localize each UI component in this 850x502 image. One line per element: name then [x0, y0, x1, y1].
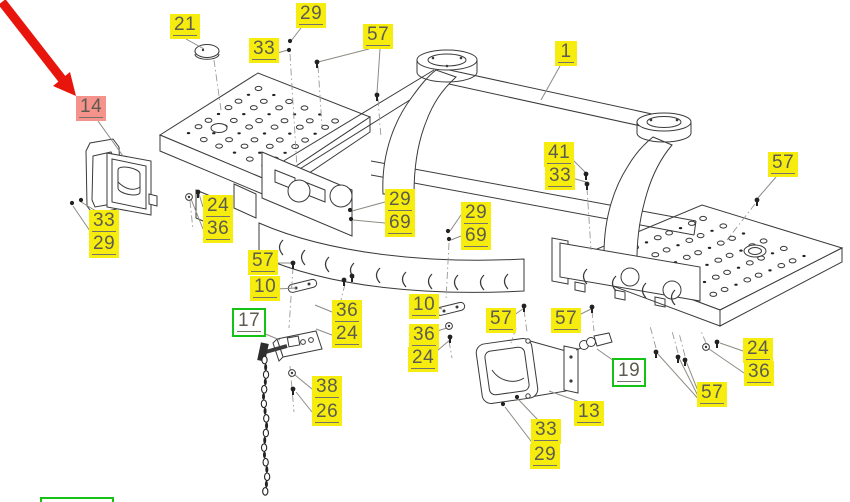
part-label-29-30[interactable]: 29 — [530, 444, 561, 469]
part-label-24-11[interactable]: 24 — [203, 195, 234, 220]
part-label-36-34[interactable]: 36 — [744, 361, 775, 386]
part-label-57-4[interactable]: 57 — [363, 24, 394, 49]
right-lower-rail — [551, 237, 701, 308]
red-pointer-arrow-icon — [0, 0, 76, 96]
part-label-36-12[interactable]: 36 — [203, 218, 234, 243]
part-label-57-27[interactable]: 57 — [486, 308, 517, 333]
part-label-21-1[interactable]: 21 — [170, 14, 201, 39]
part-label-36-20[interactable]: 36 — [332, 300, 363, 325]
latch-bracket-17 — [257, 330, 323, 496]
part-label-19-32[interactable]: 19 — [612, 358, 647, 387]
front-bumper-beam — [258, 222, 525, 293]
part-label-24-21[interactable]: 24 — [332, 323, 363, 348]
part-label-17-19[interactable]: 17 — [232, 308, 267, 337]
part-label-36-23[interactable]: 36 — [409, 324, 440, 349]
main-frame — [261, 49, 697, 259]
cover-plate-14 — [85, 138, 158, 216]
label-leader-lines — [72, 27, 777, 446]
part-label-69-16[interactable]: 69 — [461, 225, 492, 250]
part-label-29-2[interactable]: 29 — [296, 3, 327, 28]
part-label-29-10[interactable]: 29 — [89, 233, 120, 258]
plug-21 — [194, 44, 220, 60]
caster-mount-right — [636, 112, 692, 143]
part-label-69-14[interactable]: 69 — [385, 212, 416, 237]
latch-hook-19 — [575, 332, 613, 351]
part-label-24-33[interactable]: 24 — [743, 338, 774, 363]
part-label-10-22[interactable]: 10 — [409, 294, 440, 319]
part-label-14-0[interactable]: 14 — [76, 96, 107, 121]
part-label-29-13[interactable]: 29 — [385, 189, 416, 214]
part-label-33-29[interactable]: 33 — [531, 419, 562, 444]
part-label-57-8[interactable]: 57 — [768, 152, 799, 177]
fastener-hardware — [69, 38, 760, 407]
part-label-33-9[interactable]: 33 — [89, 210, 120, 235]
part-label-33-3[interactable]: 33 — [249, 38, 280, 63]
part-label-1-5[interactable]: 1 — [555, 41, 577, 66]
part-label-10-18[interactable]: 10 — [250, 276, 281, 301]
strap-bracket-left — [287, 278, 318, 293]
step-pocket-13 — [475, 338, 579, 404]
caster-mount-left — [416, 49, 478, 83]
part-label-29-15[interactable]: 29 — [461, 202, 492, 227]
part-label-57-28[interactable]: 57 — [551, 308, 582, 333]
part-label-57-17[interactable]: 57 — [248, 250, 279, 275]
part-label-41-6[interactable]: 41 — [544, 142, 575, 167]
partial-green-label[interactable] — [40, 497, 114, 502]
part-label-33-7[interactable]: 33 — [545, 165, 576, 190]
part-label-13-31[interactable]: 13 — [574, 401, 605, 426]
part-label-38-25[interactable]: 38 — [312, 376, 343, 401]
part-label-26-26[interactable]: 26 — [312, 401, 343, 426]
part-label-24-24[interactable]: 24 — [408, 347, 439, 372]
part-label-57-35[interactable]: 57 — [697, 382, 728, 407]
